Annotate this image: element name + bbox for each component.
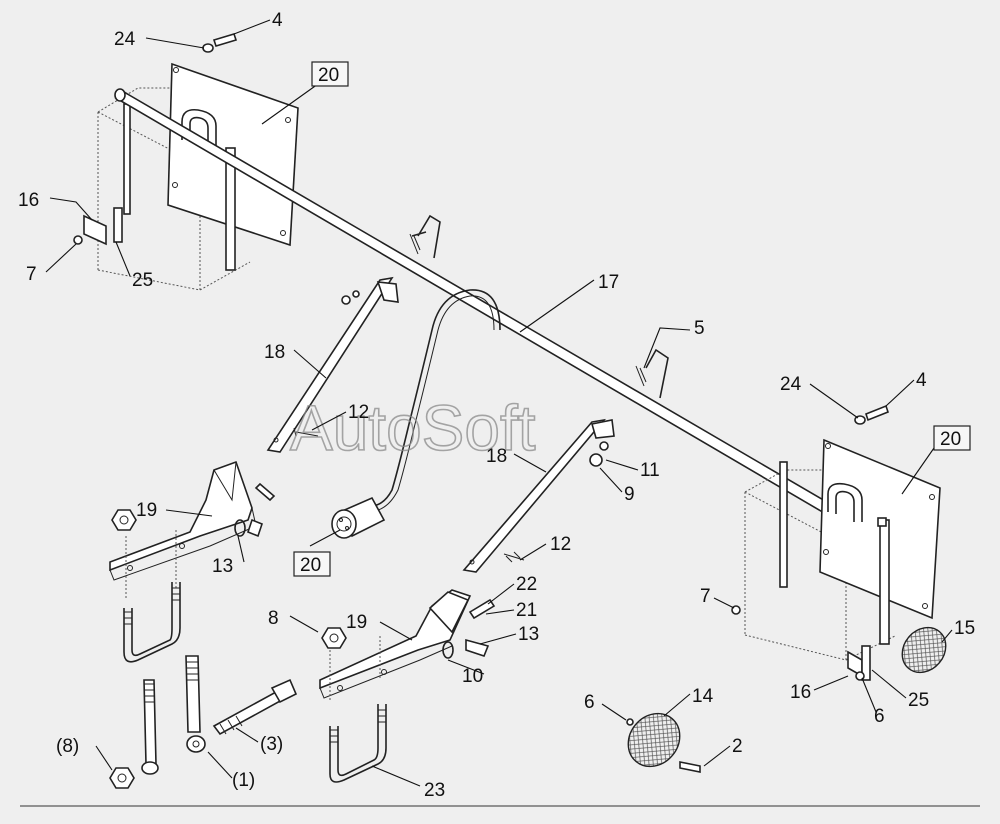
callout-14: 14 bbox=[692, 686, 714, 707]
callout-4-right: 4 bbox=[916, 370, 927, 391]
cable-harness bbox=[331, 289, 501, 539]
callout-6-left: 6 bbox=[584, 692, 595, 713]
callout-19-right: 19 bbox=[346, 612, 367, 633]
bracket-left bbox=[109, 460, 257, 600]
callout-4-top: 4 bbox=[272, 10, 283, 31]
callout-20-right: 20 bbox=[940, 429, 961, 450]
callout-16-right: 16 bbox=[790, 682, 811, 703]
tube-u-bolt-left bbox=[409, 214, 441, 259]
callout-21: 21 bbox=[516, 600, 537, 621]
callout-9: 9 bbox=[624, 484, 635, 505]
callout-25-right: 25 bbox=[908, 690, 929, 711]
callout-15: 15 bbox=[954, 618, 975, 639]
callout-19-left: 19 bbox=[136, 500, 157, 521]
callout-box-20-plug bbox=[293, 551, 331, 577]
callout-box-20-right bbox=[933, 425, 971, 451]
right-lamp-housing bbox=[744, 438, 941, 661]
callout-18-left: 18 bbox=[264, 342, 285, 363]
callout-13-right: 13 bbox=[518, 624, 539, 645]
reflector-15 bbox=[901, 626, 947, 674]
leader-lines bbox=[45, 19, 953, 787]
callout-13-left: 13 bbox=[212, 556, 233, 577]
callout-7-left: 7 bbox=[26, 264, 37, 285]
callout-6-right: 6 bbox=[874, 706, 885, 727]
callout-20-top: 20 bbox=[318, 65, 339, 86]
strut-left bbox=[266, 276, 399, 453]
callout-24-right: 24 bbox=[780, 374, 802, 395]
callout-22: 22 bbox=[516, 574, 537, 595]
nut-right bbox=[321, 627, 347, 649]
callout-16-left: 16 bbox=[18, 190, 39, 211]
nut-left bbox=[111, 509, 137, 531]
left-u-bolt bbox=[181, 108, 217, 148]
callout-1: (1) bbox=[232, 770, 255, 791]
callout-10: 10 bbox=[462, 666, 483, 687]
bracket-right bbox=[319, 589, 472, 700]
callout-18-right: 18 bbox=[486, 446, 507, 467]
callout-11: 11 bbox=[640, 460, 660, 481]
callout-20-plug: 20 bbox=[300, 555, 321, 576]
callout-17: 17 bbox=[598, 272, 619, 293]
callout-8-right: 8 bbox=[268, 608, 279, 629]
callout-3: (3) bbox=[260, 734, 283, 755]
right-u-bolt bbox=[827, 482, 863, 522]
callout-2: 2 bbox=[732, 736, 743, 757]
callout-24-top: 24 bbox=[114, 29, 136, 50]
tube-u-bolt-right bbox=[635, 348, 669, 399]
callout-23: 23 bbox=[424, 780, 445, 801]
callout-box-20-top bbox=[311, 61, 349, 87]
u-bolt-left bbox=[123, 582, 181, 663]
callout-labels: 24 4 20 16 7 25 17 5 24 4 20 18 12 18 11… bbox=[18, 10, 975, 801]
callout-5: 5 bbox=[694, 318, 705, 339]
watermark: AutoSoft bbox=[290, 392, 536, 464]
u-bolt-right bbox=[329, 704, 387, 783]
callout-8-bottom: (8) bbox=[56, 736, 79, 757]
callout-12-left: 12 bbox=[348, 402, 369, 423]
callout-7-right: 7 bbox=[700, 586, 711, 607]
callout-12-right: 12 bbox=[550, 534, 571, 555]
callout-25-left: 25 bbox=[132, 270, 153, 291]
reflector-14 bbox=[626, 712, 701, 773]
strut-right bbox=[462, 418, 615, 573]
loose-bolts bbox=[109, 655, 298, 789]
